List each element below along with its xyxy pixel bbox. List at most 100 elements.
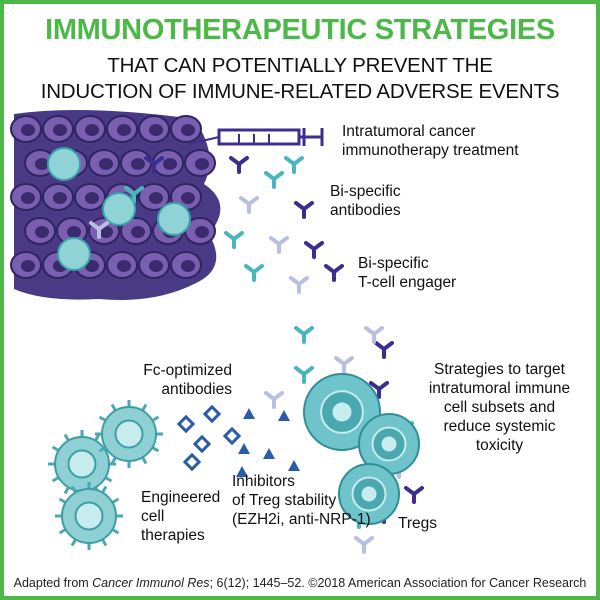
cell-spike [151,415,160,422]
cell-spike [141,403,148,412]
tumor-nucleus [195,158,209,170]
tumor-nucleus [163,158,177,170]
citation-prefix: Adapted from [13,576,93,590]
antibody-icon [284,156,304,174]
tumor-mass [10,110,221,300]
label-tregs: Tregs [398,515,438,532]
tumor-nucleus [85,260,99,272]
antibody-icon [294,326,314,344]
label-bispecific-antibodies: Bi-specific antibodies [330,182,401,220]
title: IMMUNOTHERAPEUTIC STRATEGIES [45,14,555,46]
triangle-icon [236,466,248,477]
syringe-icon [188,128,324,146]
label-line: of Treg stability [232,492,337,509]
antibody-icon [124,186,144,204]
label-bispecific-tcell: Bi-specific T-cell engager [358,254,456,292]
tumor-nucleus [99,158,113,170]
diamond-icon [182,452,202,472]
tumor-nucleus [131,158,145,170]
cell-spike [63,433,70,442]
tumor-nucleus [181,260,195,272]
tumor-nucleus [53,124,67,136]
tumor-nucleus [67,226,81,238]
cell-spike [51,476,60,483]
cell-spike [58,528,67,535]
triangle-icon [243,408,255,419]
label-line: T-cell engager [358,274,457,291]
cell-spike [51,445,60,452]
antibody-icon [369,381,389,399]
label-line: cell [141,508,165,525]
diamond-icon [192,434,212,454]
antibody-icon [229,156,249,174]
antibody-icon [294,366,314,384]
cell-spike [98,446,107,453]
cell-spike [110,456,117,465]
tumor-nucleus [117,260,131,272]
cell-spike [101,538,108,547]
label-line: therapies [141,527,205,544]
illustration [10,110,424,554]
subtitle-line-1: THAT CAN POTENTIALLY PREVENT THE [107,54,493,77]
cell-spike [70,485,77,494]
label-line: intratumoral immune [428,380,571,397]
triangle-icon [263,448,275,459]
label-line: reduce systemic [443,418,556,435]
tumor-nucleus [117,124,131,136]
label-fc-optimized: Fc-optimized antibodies [122,361,232,399]
label-line: Strategies to target [434,361,565,378]
tumor-nucleus [21,124,35,136]
tumor-nucleus [85,124,99,136]
cell-spike [63,486,70,495]
citation-suffix: ; 6(12); 1445–52. ©2018 American Associa… [209,576,587,590]
cell-spike [110,403,117,412]
fc-optimized-antibodies [176,404,242,472]
cell-spike [94,433,101,442]
label-line: Inhibitors [232,473,295,490]
antibody-icon [294,201,314,219]
label-line: Fc-optimized [143,362,232,379]
cell-spike [98,415,107,422]
label-line: (EZH2i, anti-NRP-1) [232,511,371,528]
antibody-icon [289,276,309,294]
antibody-icon [374,341,394,359]
label-intratumoral: Intratumoral cancer immunotherapy treatm… [342,122,519,160]
label-line: toxicity [475,437,524,454]
cell-group [48,373,420,550]
cell-spike [141,456,148,465]
antibody-icon [264,391,284,409]
tumor-nucleus [181,124,195,136]
cell-spike [58,497,67,504]
cell-spike [101,485,108,494]
antibody-icon [264,171,284,189]
antibody-icon [89,221,109,239]
triangle-icon [288,460,300,471]
tumor-nucleus [131,226,145,238]
label-line: Bi-specific [330,183,401,200]
diamond-icon [202,404,222,424]
label-engineered: Engineered cell therapies [141,488,220,545]
tumor-nucleus [35,226,49,238]
cell-spike [111,497,120,504]
antibody-icon [364,326,384,344]
tumor-nucleus [149,260,163,272]
immune-cell [47,147,81,181]
tumor-nucleus [99,226,113,238]
antibody-icon [304,241,324,259]
antibody-icon [144,156,164,174]
triangle-icon [238,443,250,454]
cell-spike [104,476,113,483]
tumor-nucleus [195,226,209,238]
label-line: immunotherapy treatment [342,142,519,159]
diamond-icon [222,426,242,446]
tumor-nucleus [149,124,163,136]
antibody-icon [224,231,244,249]
antibody-icon [239,196,259,214]
diamond-icon [176,414,196,434]
tumor-nucleus [53,192,67,204]
antibody-icon [324,264,344,282]
label-inhibitors: Inhibitors of Treg stability (EZH2i, ant… [232,472,371,529]
cell-core [381,436,397,452]
antibody-icon [354,536,374,554]
